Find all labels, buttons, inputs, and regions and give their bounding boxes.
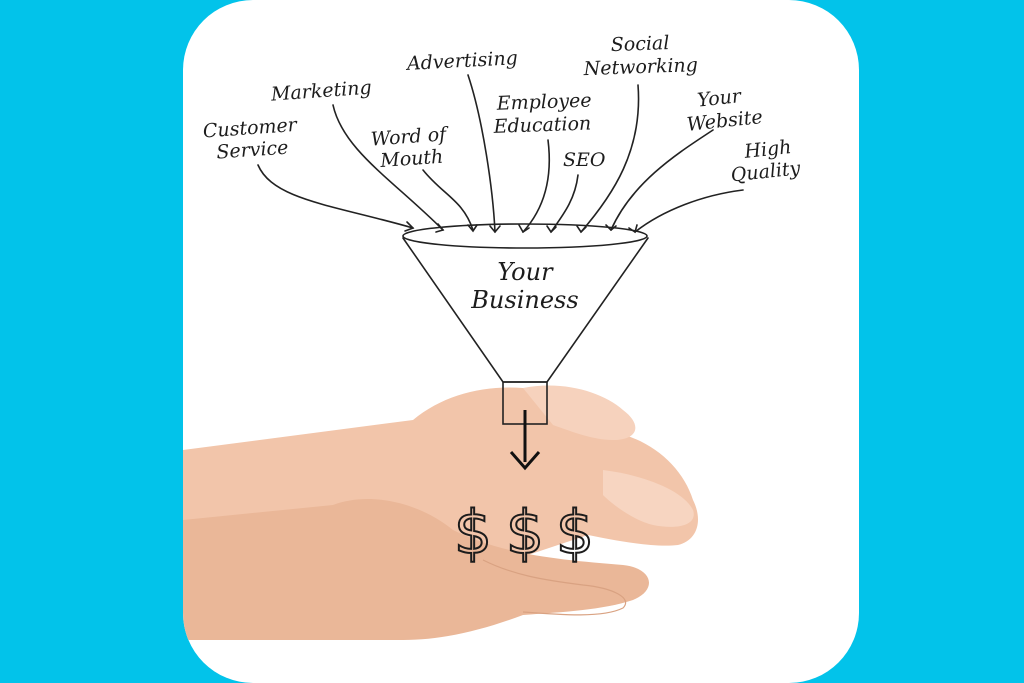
connector-marketing xyxy=(332,104,444,231)
connector-seo xyxy=(550,174,579,233)
connector-advertising xyxy=(467,74,496,233)
label-high-quality: High Quality xyxy=(727,135,801,186)
dollar-sign-icon: $ xyxy=(506,498,544,568)
diagram-card: Your Business $ $ $ Customer Service Mar… xyxy=(183,0,859,683)
connector-customer-service xyxy=(257,164,414,229)
label-marketing: Marketing xyxy=(269,77,372,106)
connector-your-website xyxy=(610,129,714,231)
label-word-of-mouth: Word of Mouth xyxy=(370,123,454,173)
funnel-label-line2: Business xyxy=(470,286,578,314)
label-seo: SEO xyxy=(563,149,606,171)
label-customer-service: Customer Service xyxy=(202,114,305,165)
connector-high-quality xyxy=(634,189,744,233)
down-arrow-icon xyxy=(509,410,541,471)
connector-word-of-mouth xyxy=(422,169,474,231)
label-your-website: Your Website xyxy=(683,83,763,136)
dollar-sign-icon: $ xyxy=(454,498,492,568)
label-advertising: Advertising xyxy=(404,47,518,75)
input-labels: Customer Service Marketing Word of Mouth… xyxy=(202,31,801,186)
dollar-output: $ $ $ xyxy=(453,497,595,569)
funnel-mouth xyxy=(402,223,648,249)
dollar-sign-icon: $ xyxy=(556,498,594,568)
label-social-networking: Social Networking xyxy=(581,31,698,80)
connector-lines xyxy=(257,74,744,234)
connector-social-networking xyxy=(580,84,640,233)
label-employee-education: Employee Education xyxy=(491,89,598,138)
funnel-label-line1: Your xyxy=(497,258,554,286)
connector-employee-education xyxy=(522,139,551,233)
open-hands-image xyxy=(183,385,698,640)
funnel-diagram: Your Business $ $ $ Customer Service Mar… xyxy=(183,31,802,640)
